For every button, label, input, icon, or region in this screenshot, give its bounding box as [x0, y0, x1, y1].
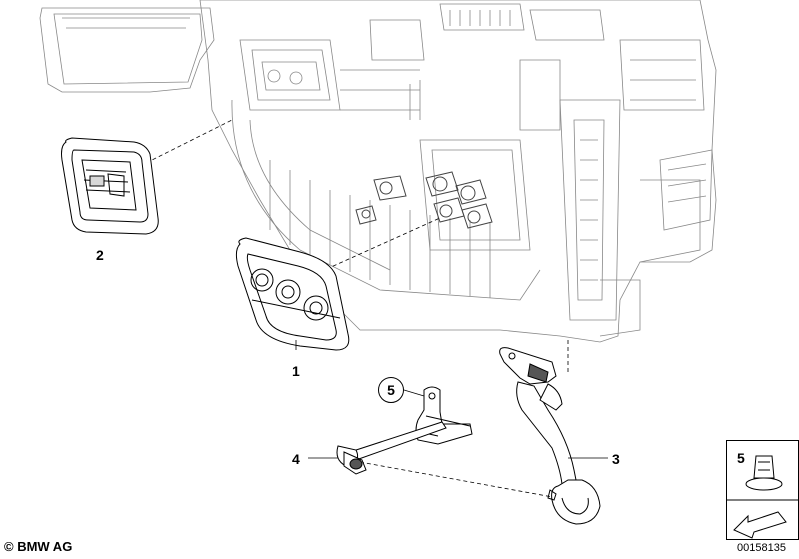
housing-connectors: [355, 171, 493, 229]
part-label-4: 4: [292, 451, 300, 467]
part-label-1: 1: [292, 363, 300, 379]
part-label-3: 3: [612, 451, 620, 467]
part-1-gasket: [235, 237, 350, 351]
copyright-text: © BMW AG: [4, 539, 73, 554]
thumbnail-box: 5: [726, 440, 799, 540]
part-2-gasket: [61, 137, 159, 235]
part-4-cable: [336, 421, 447, 475]
document-number: 00158135: [737, 542, 786, 554]
part-3-lever: [499, 347, 601, 525]
part-label-5: 5: [387, 382, 395, 398]
part-label-2: 2: [96, 247, 104, 263]
part-label-5-circle: 5: [378, 377, 404, 403]
leader-lines: [139, 119, 569, 499]
hvac-housing: [39, 0, 717, 343]
callout-lines: [295, 340, 608, 459]
thumbnail-label-5: 5: [737, 450, 745, 466]
